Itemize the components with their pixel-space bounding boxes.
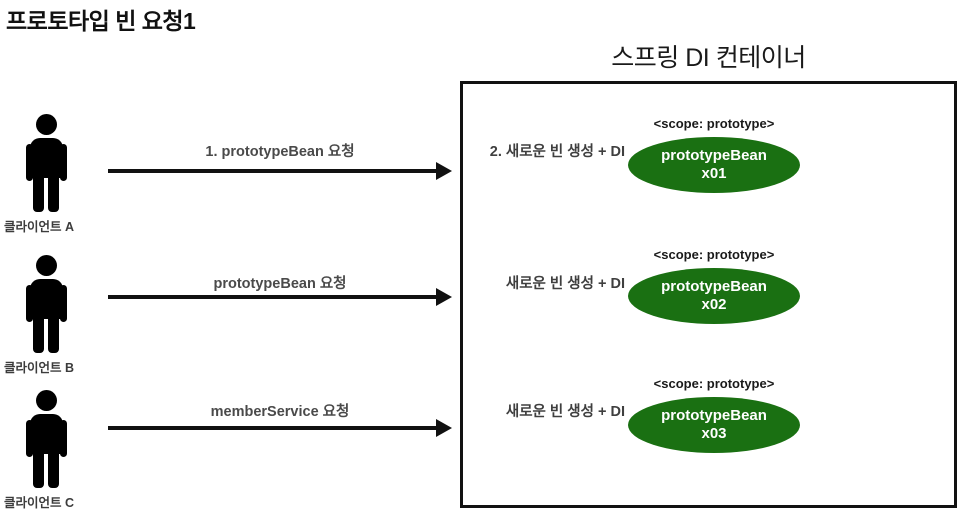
person-arm-right-icon	[60, 420, 67, 457]
person-arm-left-icon	[26, 420, 33, 457]
client-label-c: 클라이언트 C	[4, 496, 75, 510]
client-figure-b	[14, 255, 78, 353]
request-arrow-a	[108, 162, 452, 180]
bean-id-label: x03	[701, 425, 727, 442]
di-container-title: 스프링 DI 컨테이너	[611, 44, 806, 72]
client-label-a: 클라이언트 A	[4, 220, 75, 234]
client-figure-a	[14, 114, 78, 212]
di-label-b: 새로운 빈 생성 + DI	[505, 276, 625, 292]
person-leg-left-icon	[33, 446, 44, 488]
bean-name-label: prototypeBean	[661, 406, 767, 424]
page-title: 프로토타입 빈 요청1	[6, 8, 196, 34]
person-head-icon	[36, 390, 57, 411]
request-arrow-c	[108, 419, 452, 437]
request-label-b: prototypeBean 요청	[213, 276, 347, 292]
bean-id-label: x02	[701, 296, 727, 313]
person-leg-right-icon	[48, 311, 59, 353]
scope-label-c: <scope: prototype>	[653, 376, 775, 391]
bean-node-x02: prototypeBean x02	[628, 268, 800, 324]
person-arm-left-icon	[26, 144, 33, 181]
person-head-icon	[36, 114, 57, 135]
bean-name-label: prototypeBean	[661, 146, 767, 164]
client-label-b: 클라이언트 B	[4, 361, 75, 375]
scope-label-a: <scope: prototype>	[653, 116, 775, 131]
arrow-line	[108, 295, 438, 299]
arrow-head-icon	[436, 419, 452, 437]
bean-node-x03: prototypeBean x03	[628, 397, 800, 453]
person-arm-right-icon	[60, 285, 67, 322]
client-figure-c	[14, 390, 78, 488]
person-arm-right-icon	[60, 144, 67, 181]
person-head-icon	[36, 255, 57, 276]
arrow-line	[108, 426, 438, 430]
person-leg-right-icon	[48, 446, 59, 488]
arrow-head-icon	[436, 162, 452, 180]
person-arm-left-icon	[26, 285, 33, 322]
scope-label-b: <scope: prototype>	[653, 247, 775, 262]
person-leg-right-icon	[48, 170, 59, 212]
di-label-a: 2. 새로운 빈 생성 + DI	[489, 144, 625, 160]
bean-node-x01: prototypeBean x01	[628, 137, 800, 193]
request-label-a: 1. prototypeBean 요청	[205, 144, 355, 160]
request-label-c: memberService 요청	[210, 404, 350, 420]
person-icon	[18, 114, 74, 212]
person-icon	[18, 390, 74, 488]
arrow-head-icon	[436, 288, 452, 306]
bean-name-label: prototypeBean	[661, 277, 767, 295]
bean-id-label: x01	[701, 165, 727, 182]
person-leg-left-icon	[33, 311, 44, 353]
person-leg-left-icon	[33, 170, 44, 212]
arrow-line	[108, 169, 438, 173]
person-icon	[18, 255, 74, 353]
di-label-c: 새로운 빈 생성 + DI	[505, 404, 625, 420]
request-arrow-b	[108, 288, 452, 306]
